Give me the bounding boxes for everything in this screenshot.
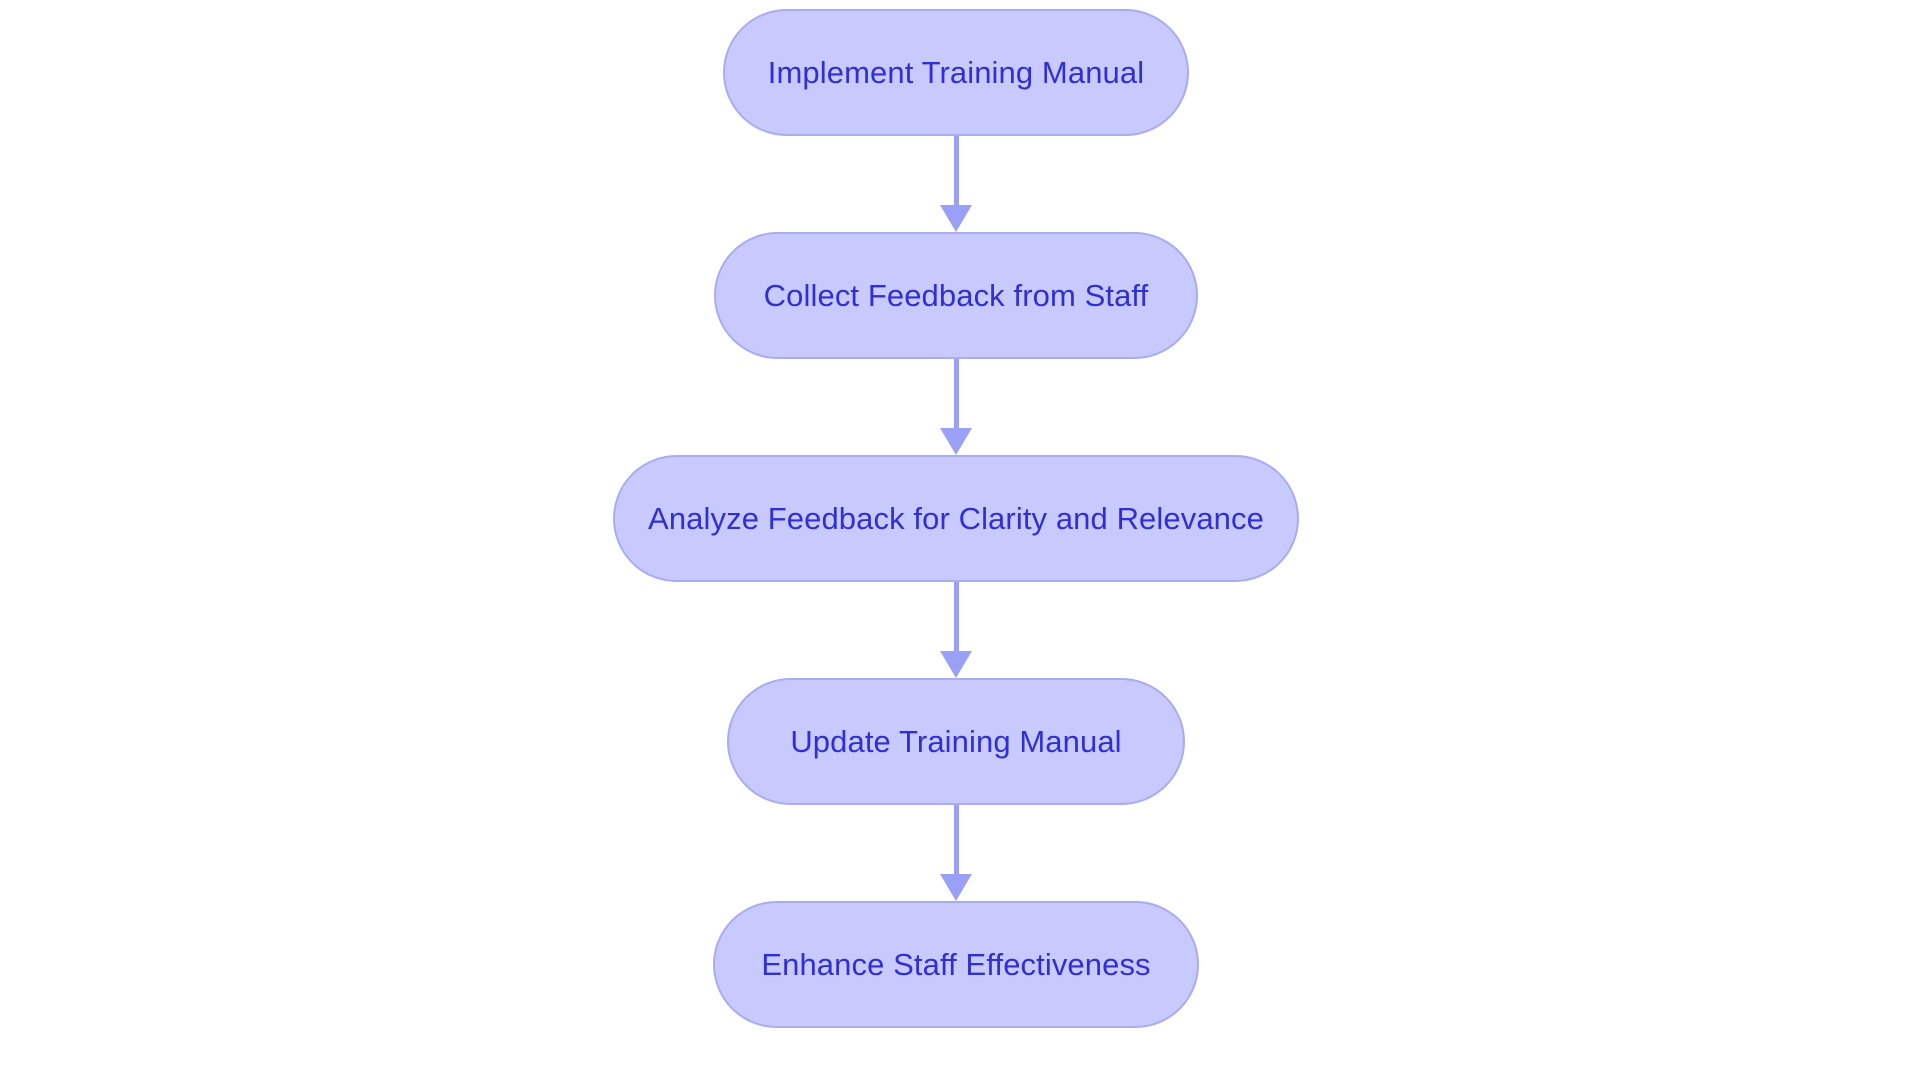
edge-shaft <box>953 805 959 875</box>
flow-node-label: Enhance Staff Effectiveness <box>761 947 1151 982</box>
flow-node-label: Collect Feedback from Staff <box>763 278 1149 313</box>
down-arrow-icon <box>940 428 972 455</box>
flow-node-label: Implement Training Manual <box>767 55 1145 90</box>
flow-edge-4 <box>936 805 976 901</box>
edge-shaft <box>953 582 959 652</box>
flow-node-label: Update Training Manual <box>790 724 1122 759</box>
flow-edge-2 <box>936 359 976 455</box>
flow-node-update-training-manual[interactable]: Update Training Manual <box>727 678 1185 805</box>
flow-edge-1 <box>936 136 976 232</box>
down-arrow-icon <box>940 651 972 678</box>
flow-node-collect-feedback-from-staff[interactable]: Collect Feedback from Staff <box>714 232 1198 359</box>
flow-node-analyze-feedback-for-clarity-and-relevance[interactable]: Analyze Feedback for Clarity and Relevan… <box>613 455 1299 582</box>
flow-edge-3 <box>936 582 976 678</box>
down-arrow-icon <box>940 874 972 901</box>
flow-node-label: Analyze Feedback for Clarity and Relevan… <box>648 501 1264 536</box>
edge-shaft <box>953 359 959 429</box>
down-arrow-icon <box>940 205 972 232</box>
edge-shaft <box>953 136 959 206</box>
flow-node-implement-training-manual[interactable]: Implement Training Manual <box>723 9 1189 136</box>
flow-node-enhance-staff-effectiveness[interactable]: Enhance Staff Effectiveness <box>713 901 1199 1028</box>
